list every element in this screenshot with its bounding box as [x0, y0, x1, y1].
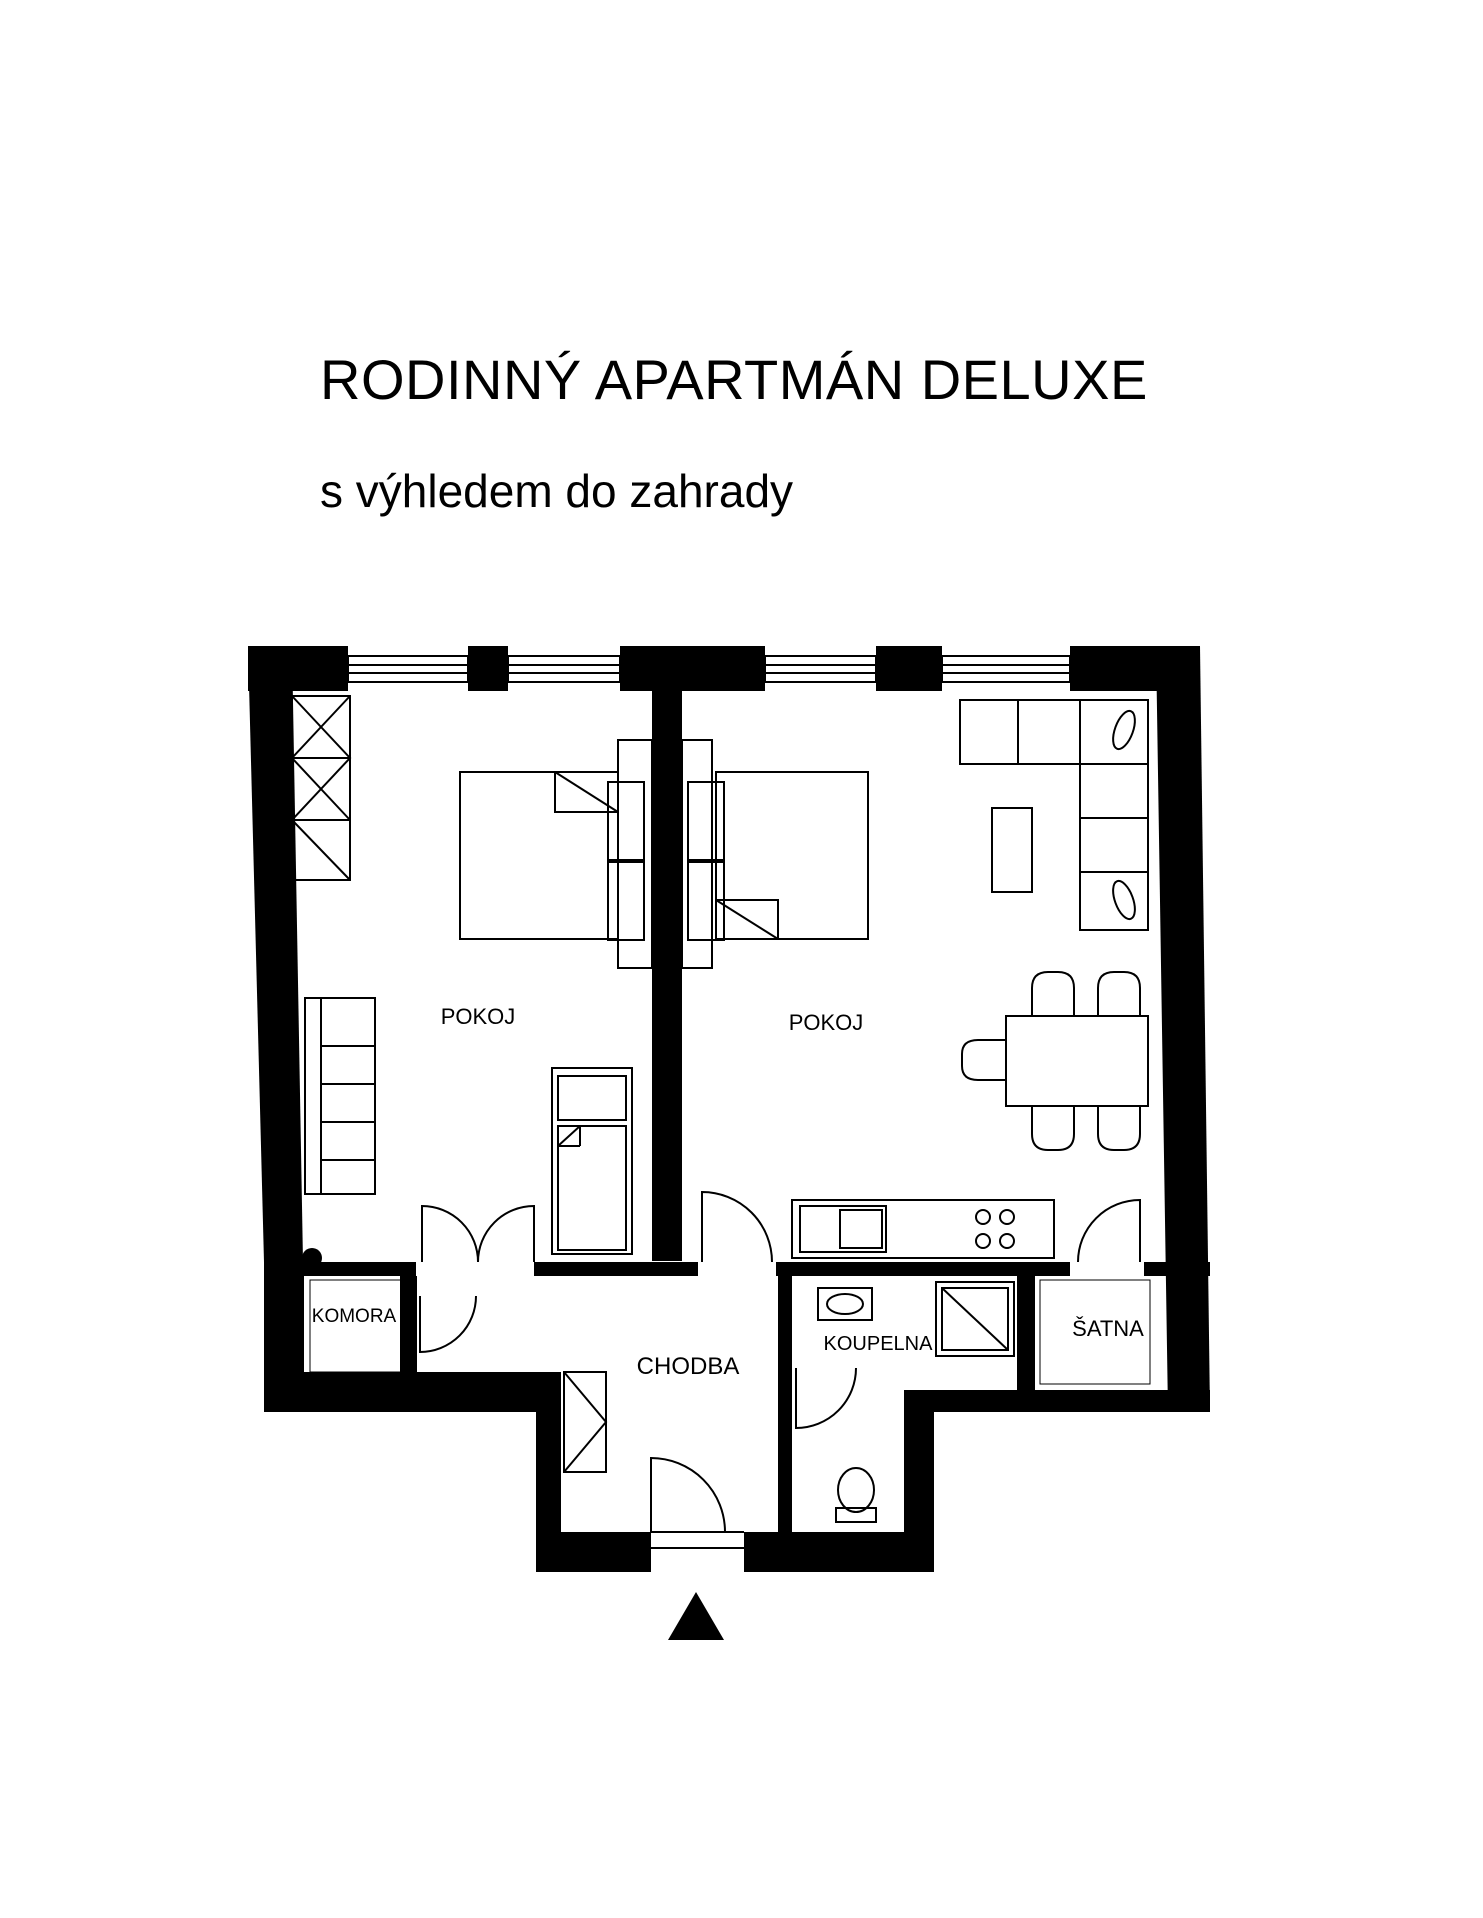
room-label-right: POKOJ	[789, 1010, 864, 1035]
plan-subtitle: s výhledem do zahrady	[320, 465, 794, 517]
room-label-pantry: KOMORA	[312, 1306, 397, 1327]
room-label-left: POKOJ	[441, 1004, 516, 1029]
room-label-bathroom: KOUPELNA	[824, 1333, 934, 1355]
plan-title: RODINNÝ APARTMÁN DELUXE	[320, 348, 1148, 411]
vents	[654, 1188, 670, 1256]
windows	[347, 655, 1071, 683]
entrance-arrow-icon	[668, 1592, 724, 1640]
furniture	[290, 695, 1151, 1523]
doors	[419, 1190, 1141, 1549]
room-label-hallway: CHODBA	[637, 1353, 740, 1380]
walls	[248, 646, 1210, 1572]
room-label-wardrobe: ŠATNA	[1072, 1316, 1144, 1341]
